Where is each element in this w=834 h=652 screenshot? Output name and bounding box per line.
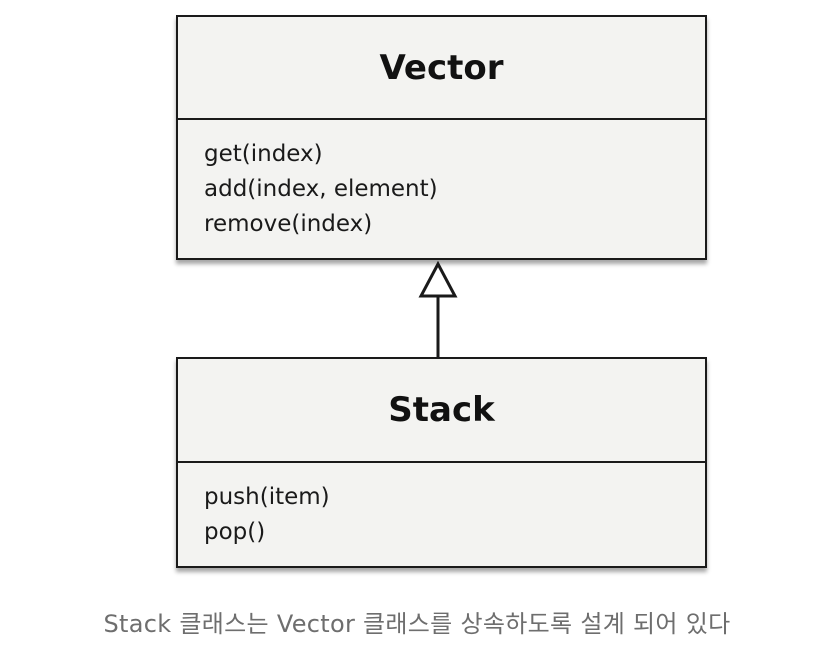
method-push: push(item) bbox=[204, 484, 330, 510]
method-list-vector: get(index) add(index, element) remove(in… bbox=[178, 120, 705, 242]
uml-class-diagram: Vector get(index) add(index, element) re… bbox=[176, 15, 707, 568]
method-get: get(index) bbox=[204, 141, 323, 167]
method-remove: remove(index) bbox=[204, 211, 373, 237]
method-list-stack: push(item) pop() bbox=[178, 463, 705, 550]
class-name-vector: Vector bbox=[178, 17, 705, 120]
figure-caption: Stack 클래스는 Vector 클래스를 상속하도록 설계 되어 있다 bbox=[103, 610, 731, 638]
method-pop: pop() bbox=[204, 519, 266, 545]
class-box-vector: Vector get(index) add(index, element) re… bbox=[176, 15, 707, 260]
class-box-stack: Stack push(item) pop() bbox=[176, 357, 707, 568]
method-add: add(index, element) bbox=[204, 176, 438, 202]
inheritance-arrowhead bbox=[418, 260, 458, 298]
class-name-stack: Stack bbox=[178, 359, 705, 463]
inheritance-arrow bbox=[418, 260, 458, 357]
